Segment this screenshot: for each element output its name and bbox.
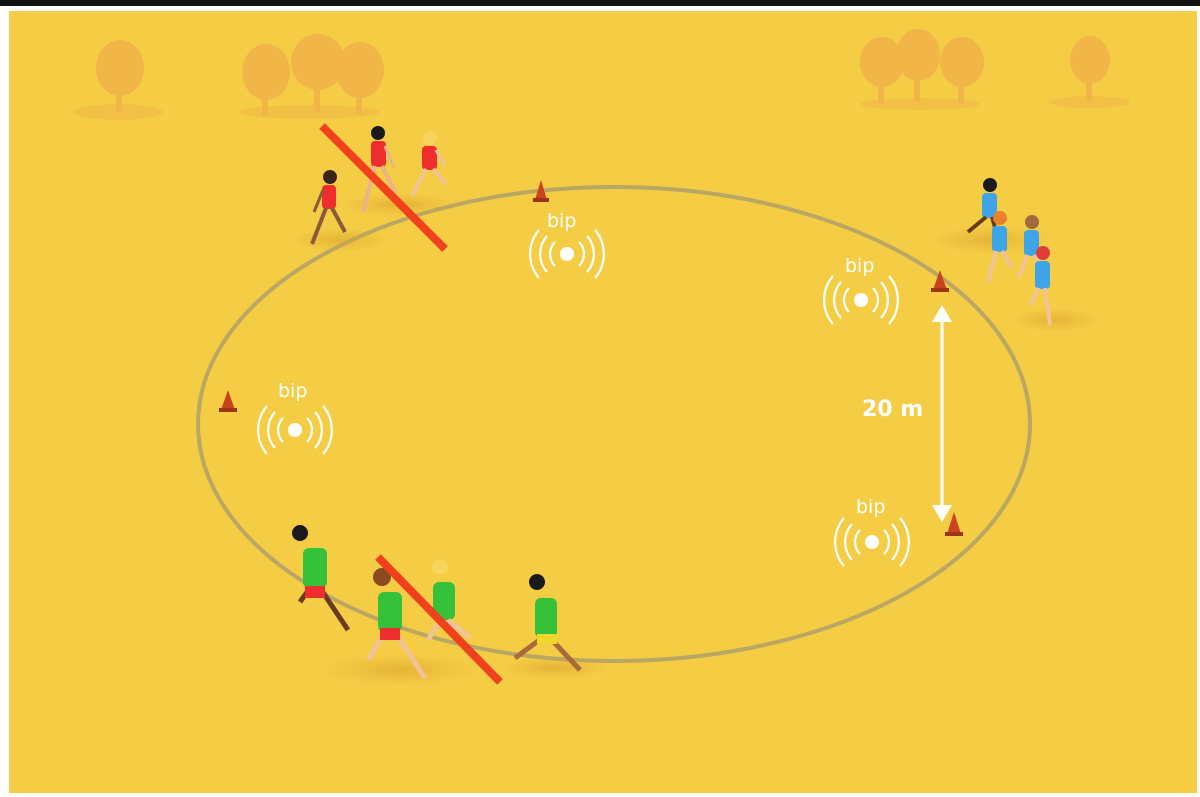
distance-label: 20 m	[862, 397, 923, 422]
beeper-label: bip	[856, 496, 885, 518]
beeper-label: bip	[845, 255, 874, 277]
beeper-label: bip	[547, 210, 576, 232]
frame-top-bar	[0, 0, 1200, 6]
field-background	[9, 11, 1197, 793]
beeper-label: bip	[278, 380, 307, 402]
